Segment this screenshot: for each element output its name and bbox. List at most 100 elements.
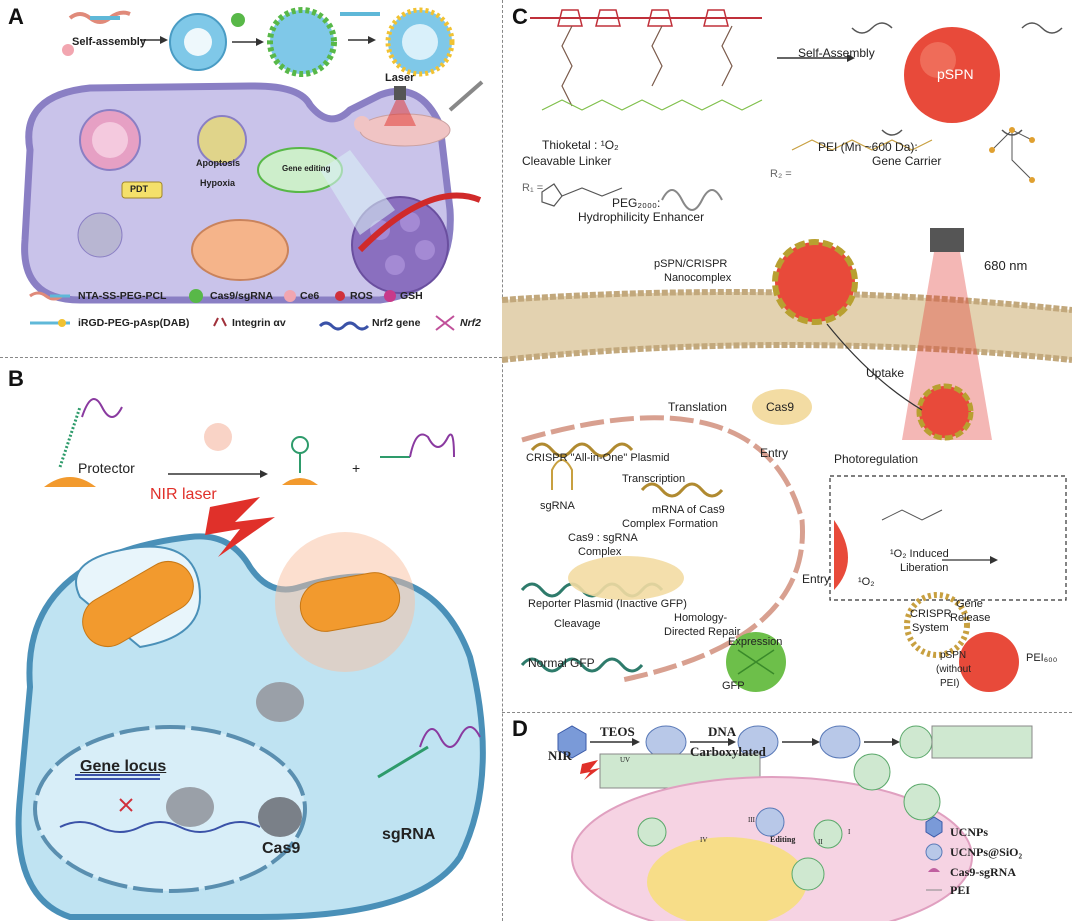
- sgrna-icon: [419, 726, 481, 748]
- cas9-complex-label-1: Cas9 : sgRNA: [568, 532, 638, 544]
- panel-divider-left: [0, 357, 502, 358]
- self-assembly-c-label: Self-Assembly: [798, 46, 875, 60]
- self-assembly-label: Self-assembly: [72, 36, 146, 48]
- hydrophilicity-label: Hydrophilicity Enhancer: [578, 210, 705, 224]
- apoptosis-label: Apoptosis: [196, 158, 240, 168]
- editing-label: Editing: [770, 835, 796, 844]
- r1-label: R₁ =: [522, 182, 544, 194]
- step-i-label: I: [848, 828, 851, 836]
- r2-label: R₂ =: [770, 168, 792, 180]
- legend-nta-ss-peg-pcl: NTA-SS-PEG-PCL: [78, 290, 167, 302]
- membrane-c-icon: [502, 292, 1072, 360]
- legend-cas9-sgrna: Cas9/sgRNA: [210, 290, 274, 302]
- gene-release-label-2: Release: [950, 612, 991, 624]
- legend-ucnps-sio2: UCNPs@SiO₂: [950, 845, 1023, 859]
- photoregulation-label: Photoregulation: [834, 452, 919, 466]
- thiophene-icon: [557, 9, 583, 27]
- legend-ucnps: UCNPs: [950, 825, 988, 839]
- pspn-nopei-icon: [959, 632, 1019, 692]
- legend-ros: ROS: [350, 290, 373, 302]
- nanocomplex-label-2: Nanocomplex: [664, 272, 732, 284]
- dna-label: DNA: [708, 724, 737, 739]
- panel-a-illustration: [21, 7, 484, 331]
- panel-d-illustration: [557, 725, 1033, 921]
- panel-b-illustration: [15, 398, 486, 920]
- plasmid-dna-icon: [530, 442, 634, 458]
- mrna-label: mRNA of Cas9: [652, 504, 725, 516]
- 680nm-label: 680 nm: [984, 258, 1028, 273]
- dna-icon: [59, 821, 261, 833]
- gene-carrier-label: Gene Carrier: [872, 154, 942, 168]
- yellow-nucleus-icon: [647, 837, 807, 921]
- cas9-c-label: Cas9: [766, 400, 795, 414]
- legend-nrf2: Nrf2: [460, 317, 482, 329]
- uv-label: UV: [620, 756, 631, 764]
- gene-release-label-1: Gene: [956, 598, 983, 610]
- liberation-label: Liberation: [900, 562, 949, 574]
- gfp-label: GFP: [722, 680, 745, 692]
- polymer-strand-icon: [68, 10, 131, 24]
- cleavable-linker-label: Cleavable Linker: [522, 154, 612, 168]
- legend-cas9-sgrna-d: Cas9-sgRNA: [950, 865, 1016, 879]
- sgrna-label: sgRNA: [382, 826, 436, 843]
- nanoparticle-icon: [44, 477, 96, 487]
- cas9-complex-icon: [166, 787, 214, 827]
- sgrna-c-label: sgRNA: [540, 500, 575, 512]
- pei-tree-icon: [991, 129, 1033, 181]
- light-icon: [204, 423, 232, 451]
- peg-label: PEG₂₀₀₀:: [612, 196, 661, 210]
- entry-label-2: Entry: [802, 572, 831, 586]
- pspn-nopei-label-1: pSPN: [940, 650, 967, 661]
- panel-divider-right: [502, 712, 1072, 713]
- hypoxia-label: Hypoxia: [200, 178, 236, 188]
- legend-integrin: Integrin αv: [232, 317, 286, 329]
- step-iv-label: IV: [700, 836, 708, 844]
- pei600-label: PEI₆₀₀: [1026, 652, 1058, 664]
- o2-label: ¹O₂: [858, 576, 875, 588]
- plus-label: +: [352, 460, 361, 476]
- orange-rod-icon: [82, 561, 194, 647]
- cas9-sgrna-icon: [231, 13, 245, 27]
- nir-d-label: NIR: [548, 748, 572, 763]
- entry-label-1: Entry: [760, 446, 789, 460]
- pspn-nopei-label-2: (without: [936, 664, 972, 675]
- ucnp-hexagon-icon: [557, 725, 587, 759]
- cas9-complex-label-2: Complex: [578, 546, 622, 558]
- panel-c-letter: C: [512, 4, 528, 29]
- crispr-label-2: System: [912, 622, 949, 634]
- homology-label-2: Directed Repair: [664, 626, 741, 638]
- nanocomplex-label-1: pSPN/CRISPR: [654, 258, 728, 270]
- loaded-micelle-icon: [267, 7, 337, 77]
- legend-ce6: Ce6: [300, 290, 320, 302]
- legend-nrf2-gene: Nrf2 gene: [372, 317, 421, 329]
- ce6-icon: [62, 44, 74, 56]
- photoregulation-box: [829, 475, 1067, 601]
- sgrna-hairpin-icon: [551, 459, 573, 490]
- laser-label: Laser: [385, 72, 415, 84]
- uptake-label: Uptake: [866, 366, 905, 380]
- gene-editing-label: Gene editing: [282, 164, 331, 173]
- laser-device-icon: [930, 228, 964, 252]
- reporter-label: Reporter Plasmid (Inactive GFP): [528, 598, 687, 610]
- carboxylated-label: Carboxylated: [690, 744, 766, 759]
- pei-mn-label: PEI (Mn ~600 Da):: [818, 140, 918, 154]
- complex-formation-label: Complex Formation: [622, 518, 718, 530]
- cleavage-label: Cleavage: [554, 618, 601, 630]
- nir-d-bolt-icon: [580, 760, 600, 780]
- panel-b-letter: B: [8, 366, 24, 391]
- pdt-label: PDT: [130, 184, 148, 194]
- transcription-label: Transcription: [622, 473, 686, 485]
- nucleus-icon: [191, 219, 289, 281]
- translation-label: Translation: [668, 400, 727, 414]
- scissors-icon: [119, 798, 133, 812]
- legend-gsh: GSH: [400, 290, 423, 302]
- normal-gfp-label: Normal GFP: [528, 656, 595, 670]
- nanocomplex-icon: [772, 239, 858, 325]
- legend-irgd: iRGD-PEG-pAsp(DAB): [78, 317, 190, 329]
- o2-induced-label: ¹O₂ Induced: [890, 548, 949, 560]
- laser-beam-icon: [384, 100, 416, 126]
- panel-c-illustration: [501, 9, 1072, 692]
- step-ii-label: II: [818, 838, 823, 846]
- cas9-label: Cas9: [262, 840, 301, 857]
- pspn-label: pSPN: [937, 66, 974, 82]
